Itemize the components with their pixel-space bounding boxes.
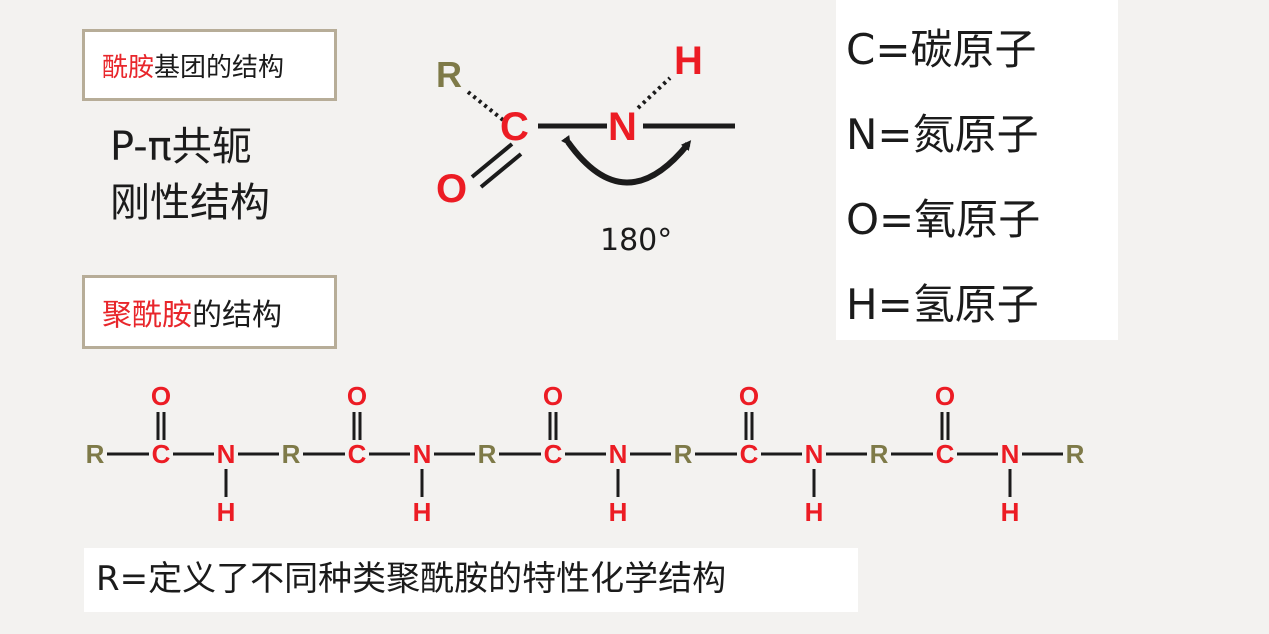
chain-atom-o: O bbox=[543, 381, 563, 411]
legend-nitrogen: N=氮原子 bbox=[846, 110, 1039, 159]
atom-o: O bbox=[436, 167, 467, 211]
polyamide-title-black: 的结构 bbox=[192, 298, 282, 333]
atom-n: N bbox=[608, 105, 637, 149]
amide-title-red: 酰胺 bbox=[102, 52, 155, 83]
atom-c: C bbox=[500, 105, 529, 149]
amide-molecule: R C O N H 180° bbox=[436, 39, 735, 258]
amide-title-black: 基团的结构 bbox=[154, 52, 285, 83]
bond-n-h bbox=[636, 76, 672, 110]
chain-atom-n: N bbox=[413, 439, 432, 469]
bond-c-o-1 bbox=[470, 142, 514, 179]
chain-atom-r: R bbox=[870, 439, 889, 469]
chain-atom-o: O bbox=[935, 381, 955, 411]
chain-atom-c: C bbox=[348, 439, 367, 469]
polyamide-title-red: 聚酰胺 bbox=[102, 298, 192, 333]
legend-carbon: C=碳原子 bbox=[846, 25, 1037, 74]
chain-atom-c: C bbox=[740, 439, 759, 469]
chain-atom-r: R bbox=[674, 439, 693, 469]
legend-panel bbox=[836, 0, 1118, 340]
atom-r: R bbox=[436, 54, 462, 95]
amide-structure-title: 酰胺基团的结构 bbox=[82, 29, 337, 101]
chain-atom-c: C bbox=[936, 439, 955, 469]
chain-atom-r: R bbox=[282, 439, 301, 469]
chain-atom-h: H bbox=[217, 497, 236, 527]
chain-atom-c: C bbox=[152, 439, 171, 469]
legend-hydrogen: H=氢原子 bbox=[846, 280, 1039, 329]
chain-atom-o: O bbox=[739, 381, 759, 411]
polyamide-structure-title: 聚酰胺的结构 bbox=[82, 275, 337, 349]
angle-arrow bbox=[561, 135, 692, 186]
chain-atom-r: R bbox=[478, 439, 497, 469]
bond-c-o-2 bbox=[479, 152, 523, 189]
atom-h: H bbox=[674, 39, 703, 83]
chain-atom-n: N bbox=[1001, 439, 1020, 469]
chain-atom-n: N bbox=[609, 439, 628, 469]
legend-oxygen: O=氧原子 bbox=[846, 195, 1041, 244]
chain-atom-h: H bbox=[413, 497, 432, 527]
definition-panel bbox=[84, 548, 858, 612]
r-definition-text: R=定义了不同种类聚酰胺的特性化学结构 bbox=[96, 559, 727, 599]
chain-atom-n: N bbox=[217, 439, 236, 469]
conjugation-label: P-π共轭 bbox=[110, 124, 252, 170]
chain-atom-c: C bbox=[544, 439, 563, 469]
chain-atom-h: H bbox=[1001, 497, 1020, 527]
chain-atom-h: H bbox=[609, 497, 628, 527]
chain-atom-r: R bbox=[1066, 439, 1085, 469]
rigid-structure-label: 刚性结构 bbox=[110, 180, 270, 226]
chain-atom-o: O bbox=[347, 381, 367, 411]
chain-atom-h: H bbox=[805, 497, 824, 527]
chain-atom-r: R bbox=[86, 439, 105, 469]
bond-r-c bbox=[466, 90, 505, 122]
angle-label: 180° bbox=[600, 223, 672, 258]
chain-atom-o: O bbox=[151, 381, 171, 411]
chain-atom-n: N bbox=[805, 439, 824, 469]
